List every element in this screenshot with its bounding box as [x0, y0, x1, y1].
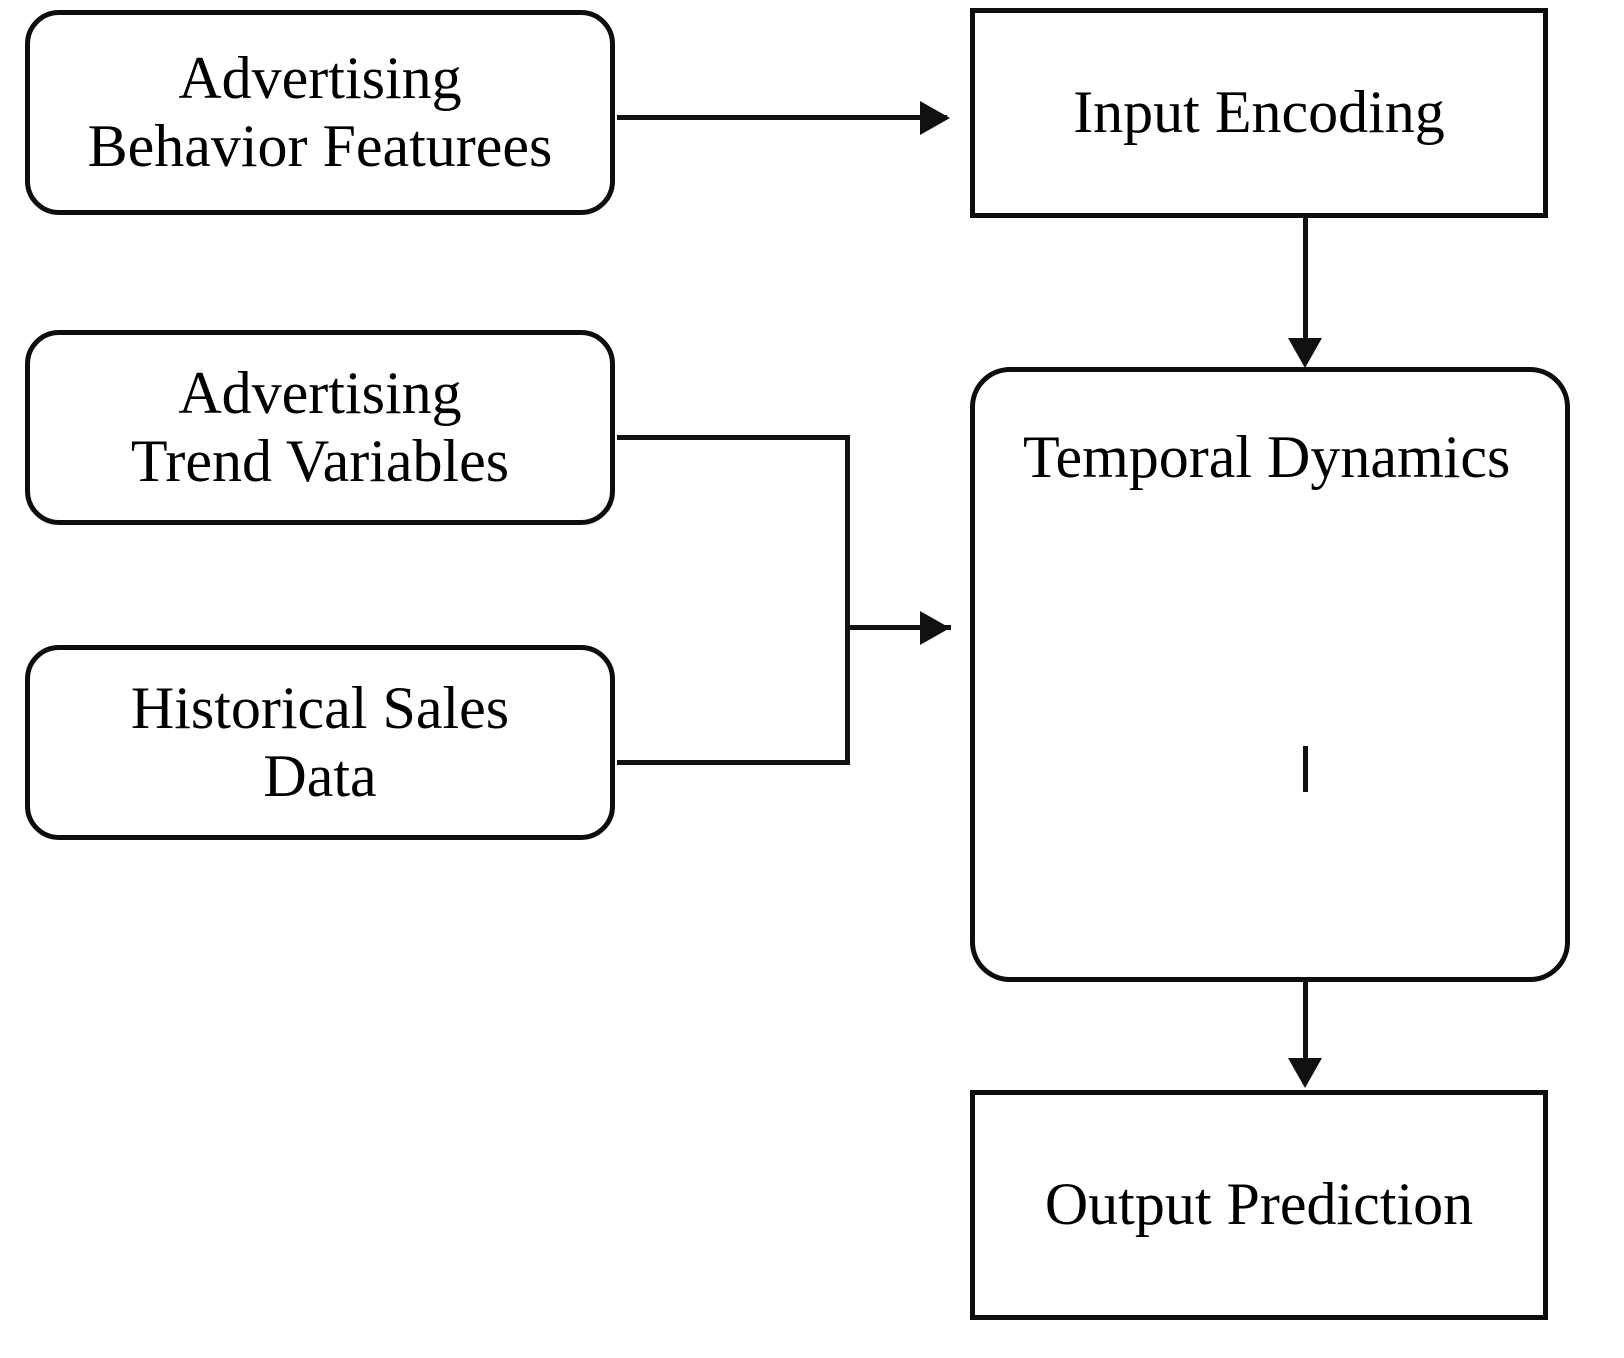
node-input-encoding[interactable]: Input Encoding — [970, 8, 1548, 218]
node-temporal-dynamics[interactable]: Temporal Dynamics Feature Fusion XGBoost — [970, 367, 1570, 982]
edge-merge-to-temporal-dynamics — [845, 625, 951, 630]
arrow-right-icon — [920, 611, 950, 645]
node-historical-sales-data[interactable]: Historical Sales Data — [25, 645, 615, 840]
edge-temporal-dynamics-to-output-prediction — [1303, 980, 1308, 1062]
node-label: Historical Sales Data — [130, 675, 510, 809]
arrow-down-icon — [1288, 338, 1322, 368]
node-advertising-trend-variables[interactable]: Advertising Trend Variables — [25, 330, 615, 525]
node-label: Output Prediction — [1044, 1171, 1474, 1238]
node-output-prediction[interactable]: Output Prediction — [970, 1090, 1548, 1320]
edge-history-to-merge — [617, 760, 849, 765]
edge-behavior-to-input-encoding — [617, 115, 947, 120]
edge-trend-to-merge — [617, 435, 849, 440]
node-advertising-behavior-features[interactable]: Advertising Behavior Featurees — [25, 10, 615, 215]
node-label: Advertising Behavior Featurees — [87, 45, 553, 179]
arrow-down-icon — [1288, 1058, 1322, 1088]
node-label: Advertising Trend Variables — [130, 360, 510, 494]
arrow-right-icon — [920, 101, 950, 135]
edge-input-encoding-to-temporal-dynamics — [1303, 216, 1308, 342]
edge-merge-bus — [845, 435, 850, 765]
node-label: Input Encoding — [1073, 79, 1445, 146]
node-label: Temporal Dynamics — [1023, 424, 1511, 490]
edge-feature-fusion-to-xgboost — [1303, 746, 1308, 792]
